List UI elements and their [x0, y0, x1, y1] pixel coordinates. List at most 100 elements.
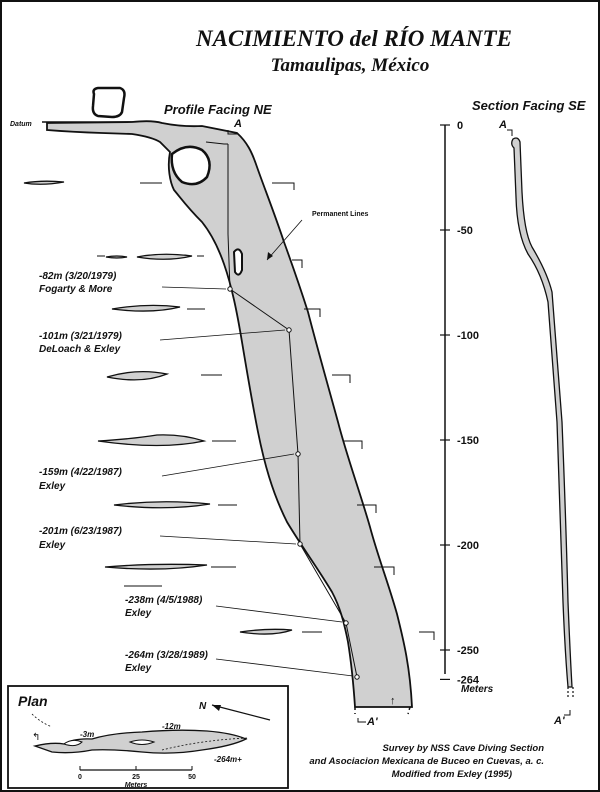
dive-divers: Exley	[39, 540, 66, 551]
rock-inclusion	[232, 248, 243, 276]
marker-bracket	[564, 710, 571, 716]
depth-tick-label: -150	[457, 435, 479, 447]
cross-section	[104, 563, 208, 570]
section-continuation	[567, 687, 574, 697]
dive-depth-date: -159m (4/22/1987)	[39, 467, 123, 478]
cross-section	[136, 253, 193, 260]
section-marker-a: A	[498, 119, 507, 131]
depth-tick-label: -250	[457, 645, 479, 657]
entrance-rock	[91, 86, 126, 119]
permanent-lines-pointer	[266, 219, 303, 261]
north-label: N	[199, 701, 207, 712]
depth-tick-label: -200	[457, 540, 479, 552]
dive-depth-date: -238m (4/5/1988)	[125, 595, 203, 606]
depth-axis: 0-50-100-150-200-250-264 Meters	[440, 120, 494, 695]
depth-ticks: 0-50-100-150-200-250-264	[440, 120, 480, 686]
pointer-arrowhead	[267, 252, 273, 260]
survey-stations	[227, 286, 360, 680]
flow-arrow-icon: ↰	[32, 732, 40, 743]
north-arrow-icon	[211, 704, 271, 721]
cross-section	[111, 304, 181, 312]
scale-tick-label: 0	[78, 774, 82, 781]
cross-section	[105, 255, 128, 259]
marker-bracket	[507, 129, 513, 136]
scale-tick-label: 25	[132, 774, 140, 781]
map-subtitle: Tamaulipas, México	[271, 55, 430, 76]
section-marker-a-prime: A'	[366, 716, 378, 728]
dive-records: -82m (3/20/1979) Fogarty & More -101m (3…	[39, 271, 354, 677]
survey-station	[343, 620, 349, 626]
north-arrowhead-icon	[212, 705, 221, 711]
scale-unit-label: Meters	[125, 782, 148, 789]
survey-station	[295, 451, 301, 457]
section-tie	[97, 255, 303, 268]
section-marker-a: A	[233, 118, 242, 130]
cross-section	[113, 501, 211, 509]
datum-label: Datum	[10, 121, 32, 128]
credit-line: and Asociacion Mexicana de Buceo en Cuev…	[309, 756, 544, 767]
dive-pointer	[215, 658, 354, 677]
plan-inset: Plan N ↰ -3m -12m -264m+ 0 25 50 Meters	[7, 685, 289, 789]
plan-pool	[62, 739, 83, 747]
section-tie	[211, 566, 395, 575]
plan-title: Plan	[18, 693, 48, 709]
dive-divers: DeLoach & Exley	[39, 344, 121, 355]
dive-pointer	[159, 329, 286, 341]
cross-sections	[23, 180, 293, 635]
air-pocket	[170, 145, 211, 186]
passage-continuation	[354, 706, 411, 715]
plan-rock	[128, 739, 156, 745]
dive-pointer	[161, 453, 295, 477]
profile-label: Profile Facing NE	[164, 102, 272, 117]
plan-depth-label: -12m	[162, 722, 181, 731]
section-tie	[187, 308, 321, 317]
dive-divers: Exley	[125, 608, 152, 619]
survey-station	[227, 286, 233, 292]
survey-station	[297, 541, 303, 547]
profile-passage	[46, 120, 413, 708]
section-tie	[218, 504, 377, 513]
dive-depth-date: -201m (6/23/1987)	[39, 526, 123, 537]
section-tie	[212, 440, 363, 449]
plan-dashed-edge	[31, 713, 53, 728]
dive-pointer	[159, 535, 297, 545]
section-tie	[302, 631, 435, 640]
survey-station	[286, 327, 292, 333]
credit-line: Survey by NSS Cave Diving Section	[382, 743, 544, 754]
depth-tick-label: -264	[457, 674, 480, 686]
dive-divers: Exley	[39, 481, 66, 492]
section-tie	[201, 374, 351, 383]
section-marker-a-prime: A'	[553, 715, 565, 727]
plan-dashed-edge	[161, 737, 248, 751]
dive-pointer	[161, 286, 227, 290]
depth-tick-label: -100	[457, 330, 479, 342]
dive-pointer	[215, 605, 343, 623]
scale-tick-label: 50	[188, 774, 196, 781]
plan-depth-label: -3m	[80, 730, 94, 739]
credit-line: Modified from Exley (1995)	[392, 769, 512, 780]
depth-unit-label: Meters	[461, 684, 494, 695]
dive-depth-date: -264m (3/28/1989)	[125, 650, 209, 661]
flow-arrow-icon: ↑	[390, 695, 396, 707]
dive-depth-date: -82m (3/20/1979)	[39, 271, 117, 282]
cross-section	[97, 434, 207, 447]
section-tie	[140, 182, 295, 190]
section-ties	[97, 182, 435, 640]
permanent-line	[227, 144, 358, 678]
dive-divers: Exley	[125, 663, 152, 674]
cross-section	[106, 370, 170, 381]
permanent-line-branch	[205, 141, 228, 145]
section-label: Section Facing SE	[472, 98, 586, 113]
scale-bar-ticks	[79, 766, 193, 770]
marker-bracket	[227, 130, 238, 135]
dive-depth-date: -101m (3/21/1979)	[39, 331, 123, 342]
map-title: NACIMIENTO del RÍO MANTE	[195, 26, 512, 51]
permanent-lines-label: Permanent Lines	[312, 211, 369, 218]
cross-section	[23, 180, 65, 185]
plan-depth-label: -264m+	[214, 755, 242, 764]
cross-section	[239, 628, 293, 635]
survey-station	[354, 674, 360, 680]
depth-tick-label: -50	[457, 225, 473, 237]
